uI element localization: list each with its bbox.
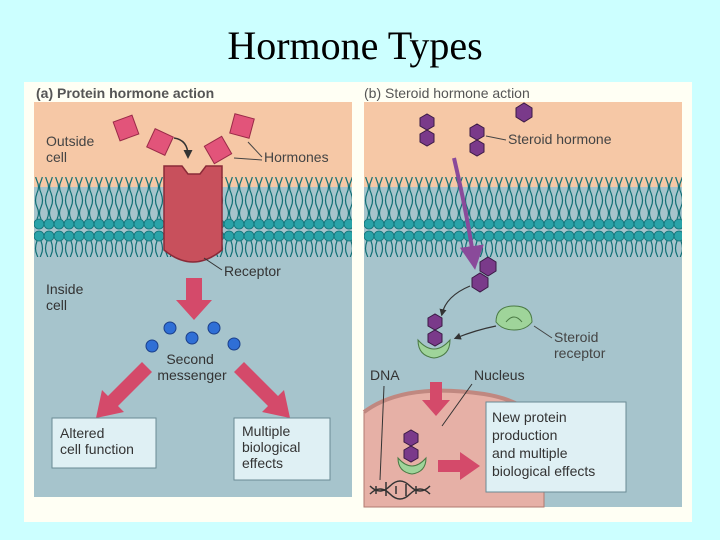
- multiple-effects-label: Multiple biological effects: [242, 423, 304, 471]
- receptor-on-dna: [397, 429, 427, 475]
- second-messenger-dots: [145, 321, 241, 353]
- new-protein-label: New protein production and multiple biol…: [492, 409, 595, 479]
- altered-function-box: [51, 417, 157, 469]
- panel-a-heading: (a) Protein hormone action: [36, 85, 214, 101]
- protein-production-arrow: [438, 452, 480, 480]
- dna-label: DNA: [370, 367, 400, 383]
- right-effect-arrow: [234, 362, 290, 418]
- hormones-label: Hormones: [264, 149, 329, 165]
- steroid-hormone-label: Steroid hormone: [508, 131, 612, 147]
- steroid-inside-cell: [471, 256, 497, 293]
- left-effect-arrow: [96, 362, 152, 418]
- panel-b: (b) Steroid hormone action Steroid hormo…: [362, 85, 682, 508]
- outside-cell-label: Outside cell: [46, 133, 98, 165]
- steroid-hormones: [419, 102, 533, 157]
- multiple-effects-box: [233, 417, 331, 481]
- second-messenger-label: Second messenger: [157, 351, 227, 383]
- free-steroid-receptor: [495, 305, 533, 331]
- panel-a: (a) Protein hormone action Outside cell …: [34, 85, 352, 497]
- new-protein-box: [485, 401, 627, 493]
- hormone-figure: (a) Protein hormone action Outside cell …: [24, 82, 692, 522]
- receptor-down-arrow: [176, 278, 212, 320]
- steroid-receptor-label: Steroid receptor: [554, 329, 606, 361]
- panel-b-heading: (b) Steroid hormone action: [364, 85, 530, 101]
- steroid-receptor-complex: [417, 313, 451, 359]
- receptor-label: Receptor: [224, 263, 281, 279]
- nucleus-entry-arrow: [422, 382, 450, 416]
- altered-function-label: Altered cell function: [60, 425, 134, 457]
- slide-title: Hormone Types: [227, 23, 483, 68]
- steroid-entry-arrow: [452, 157, 484, 270]
- dna-helix: [369, 480, 431, 500]
- protein-hormones: [112, 113, 255, 165]
- inside-cell-label: Inside cell: [46, 281, 87, 313]
- nucleus-label: Nucleus: [474, 367, 525, 383]
- membrane-receptor: [163, 165, 223, 263]
